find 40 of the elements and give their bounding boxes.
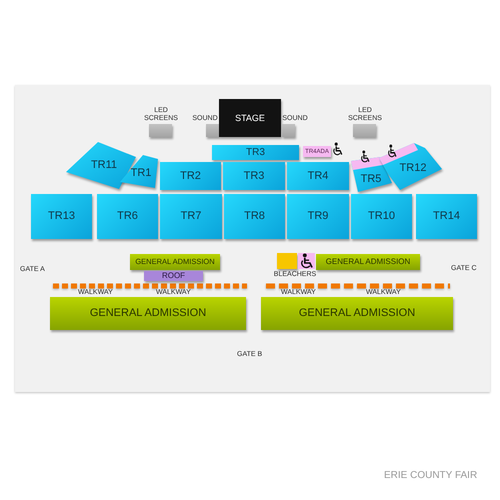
- seating-section: [351, 194, 412, 239]
- ada-seating-area: [303, 146, 331, 157]
- seating-section: [120, 155, 158, 189]
- general-admission-area: [130, 254, 220, 270]
- section-label: TR7: [180, 211, 202, 222]
- seating-section: [416, 194, 477, 239]
- section-label: TR9: [308, 211, 328, 222]
- seating-section: [287, 194, 349, 239]
- seating-section: [287, 162, 349, 190]
- seating-section: [31, 194, 92, 239]
- section-label: TR1: [130, 168, 152, 178]
- seating-section: [97, 194, 158, 239]
- section-label: TR14: [433, 211, 460, 222]
- area-label: GENERAL ADMISSION: [90, 308, 206, 319]
- section-label: TR2: [180, 170, 201, 182]
- section-label: TR10: [368, 211, 395, 222]
- venue-caption: ERIE COUNTY FAIR: [384, 471, 478, 481]
- section-label: TR3: [246, 148, 265, 158]
- seating-section: [160, 194, 222, 239]
- stage-area: [219, 99, 281, 137]
- section-label: TR13: [48, 211, 75, 222]
- section-label: TR5: [360, 174, 382, 184]
- roof-area: [144, 271, 203, 281]
- general-admission-area: [50, 297, 246, 330]
- area-label: ROOF: [162, 272, 186, 280]
- stage-label: STAGE: [235, 114, 265, 122]
- seating-section: [223, 162, 285, 190]
- seating-section: [224, 194, 285, 239]
- section-label: TR3: [244, 170, 264, 182]
- section-label: TR11: [90, 160, 118, 170]
- area-label: GENERAL ADMISSION: [326, 258, 410, 266]
- area-label: GENERAL ADMISSION: [298, 308, 416, 319]
- general-admission-area: [316, 254, 420, 270]
- seating-section: [160, 162, 221, 190]
- section-label: TR6: [117, 211, 138, 222]
- general-admission-area: [261, 297, 453, 330]
- seating-section: [212, 145, 299, 160]
- section-label: TR4: [308, 170, 328, 182]
- section-label: TR12: [400, 162, 426, 174]
- section-label: TR8: [244, 211, 265, 222]
